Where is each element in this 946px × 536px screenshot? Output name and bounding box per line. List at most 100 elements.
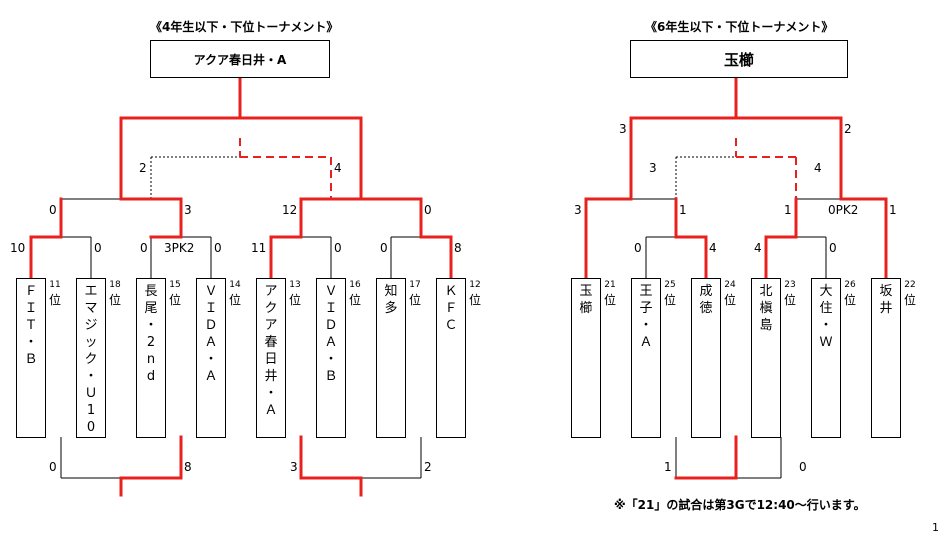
team-rank: 17 位: [408, 280, 422, 306]
team-box: アクア春日井・Ａ: [256, 278, 286, 438]
score: 0: [380, 241, 388, 255]
rank-number: 14: [229, 280, 241, 290]
score: 0: [799, 460, 807, 474]
team-rank: 12 位: [468, 280, 482, 306]
team-name: 大住・Ｗ: [819, 284, 833, 350]
team-box: 玉櫛: [571, 278, 601, 438]
score: 3: [290, 460, 298, 474]
team-rank: 23 位: [783, 280, 797, 306]
rank-suffix: 位: [468, 293, 481, 307]
score: 3: [574, 203, 582, 217]
rank-number: 16: [349, 280, 361, 290]
score: 2: [139, 161, 147, 175]
rank-suffix: 位: [228, 293, 241, 307]
rank-number: 13: [289, 280, 301, 290]
team-rank: 11 位: [48, 280, 62, 306]
score: 1: [889, 203, 897, 217]
rank-number: 18: [109, 280, 121, 290]
score: 0PK2: [828, 203, 859, 217]
score: 8: [454, 241, 462, 255]
score: 3: [619, 122, 627, 136]
rank-number: 12: [469, 280, 481, 290]
team-box: 坂井: [871, 278, 901, 438]
team-rank: 18 位: [108, 280, 122, 306]
score: 4: [709, 241, 717, 255]
team-name: 北槇島: [759, 284, 773, 333]
team-name: 知多: [384, 284, 398, 316]
rank-suffix: 位: [48, 293, 61, 307]
score: 4: [754, 241, 762, 255]
score: 0: [829, 241, 837, 255]
team-rank: 24 位: [723, 280, 737, 306]
score: 3: [184, 203, 192, 217]
score: 10: [10, 241, 26, 255]
rank-suffix: 位: [843, 293, 856, 307]
rank-suffix: 位: [723, 293, 736, 307]
score: 0: [49, 203, 57, 217]
score: 3: [649, 161, 657, 175]
score: 1: [784, 203, 792, 217]
team-box: 王子・Ａ: [631, 278, 661, 438]
page-number: 1: [932, 521, 939, 534]
rank-suffix: 位: [168, 293, 181, 307]
schedule-note: ※「21」の試合は第3Gで12:40～行います。: [614, 498, 866, 512]
rank-number: 21: [604, 280, 616, 290]
score: 0: [214, 241, 222, 255]
team-box: 知多: [376, 278, 406, 438]
rank-number: 25: [664, 280, 676, 290]
rank-suffix: 位: [783, 293, 796, 307]
rank-number: 26: [844, 280, 856, 290]
score: 3PK2: [164, 241, 195, 255]
rank-suffix: 位: [903, 293, 916, 307]
score: 11: [251, 241, 267, 255]
score: 8: [184, 460, 192, 474]
score: 4: [334, 161, 342, 175]
rank-suffix: 位: [663, 293, 676, 307]
left-title: 《4年生以下・下位トーナメント》: [150, 20, 339, 34]
right-winner-box: 玉櫛: [630, 40, 848, 78]
score: 2: [844, 122, 852, 136]
team-rank: 26 位: [843, 280, 857, 306]
team-name: アクア春日井・Ａ: [264, 284, 278, 418]
score: 12: [282, 203, 298, 217]
team-rank: 16 位: [348, 280, 362, 306]
score: 0: [634, 241, 642, 255]
score: 1: [664, 460, 672, 474]
score: 0: [140, 241, 148, 255]
rank-number: 23: [784, 280, 796, 290]
team-rank: 14 位: [228, 280, 242, 306]
score: 4: [814, 161, 822, 175]
team-name: 坂井: [879, 284, 893, 316]
score: 0: [424, 203, 432, 217]
rank-suffix: 位: [108, 293, 121, 307]
team-rank: 25 位: [663, 280, 677, 306]
rank-suffix: 位: [408, 293, 421, 307]
score: 0: [94, 241, 102, 255]
rank-number: 15: [169, 280, 181, 290]
rank-number: 11: [49, 280, 61, 290]
team-box: 成徳: [691, 278, 721, 438]
team-name: 王子・Ａ: [639, 284, 653, 350]
left-winner-box: アクア春日井・A: [150, 40, 330, 78]
score: 0: [334, 241, 342, 255]
rank-number: 24: [724, 280, 736, 290]
right-title: 《6年生以下・下位トーナメント》: [645, 20, 834, 34]
score: 0: [49, 460, 57, 474]
team-name: 玉櫛: [579, 284, 593, 316]
rank-number: 17: [409, 280, 421, 290]
rank-suffix: 位: [348, 293, 361, 307]
